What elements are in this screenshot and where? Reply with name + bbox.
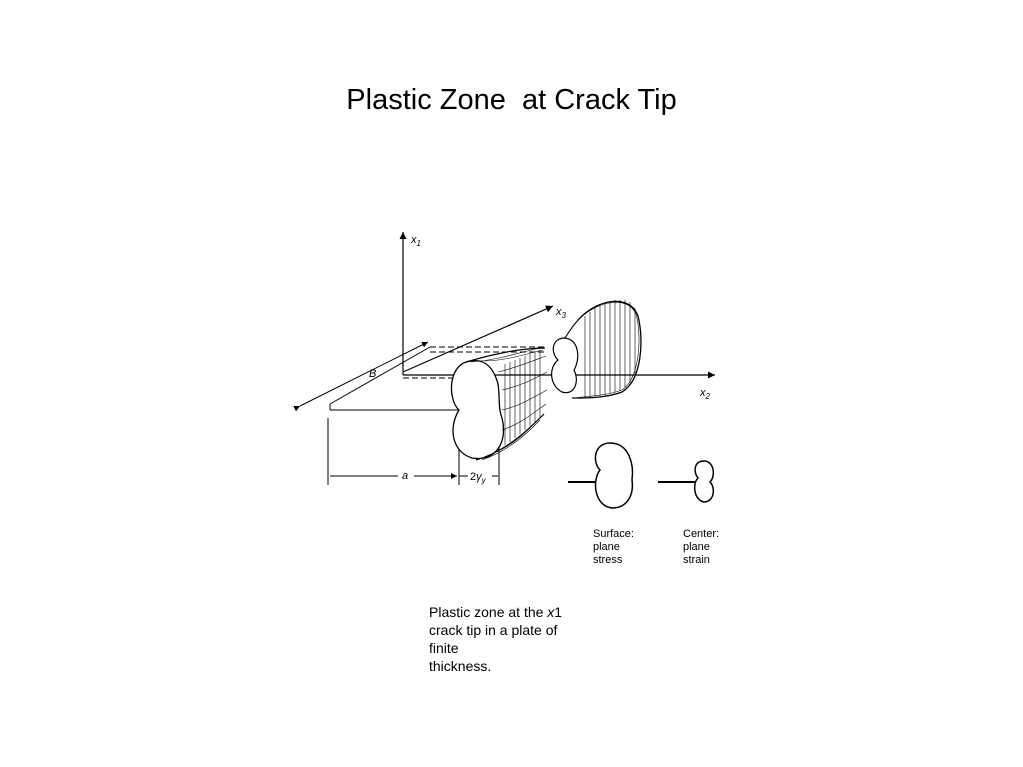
slide-title: Plastic Zone at Crack Tip <box>346 84 677 116</box>
b-dimension-line <box>293 341 429 412</box>
caption-line-1: Plastic zone at the x1 <box>429 604 563 620</box>
back-plastic-zone <box>573 300 640 399</box>
a-label: a <box>402 470 408 482</box>
caption-line-4: thickness. <box>429 658 492 674</box>
front-zone-outline-bottom <box>475 413 545 461</box>
x2-axis-label: x2 <box>699 387 711 401</box>
plastic-zone-surface-lines <box>469 347 548 461</box>
center-plastic-zone <box>551 337 579 394</box>
back-zone-outline <box>571 300 642 399</box>
caption-line-3: finite <box>429 640 459 656</box>
center-label: Center: plane strain <box>683 528 722 566</box>
caption-line-2: crack tip in a plate of <box>429 622 558 638</box>
figure-caption: Plastic zone at the x1 crack tip in a pl… <box>429 603 589 675</box>
front-zone-outline-top <box>465 347 546 363</box>
surface-plane-stress-shape <box>568 442 634 509</box>
x1-axis-label: x1 <box>410 234 421 248</box>
back-zone-link-top <box>564 317 581 339</box>
ry-label: 2γy <box>470 471 487 485</box>
x3-axis-label: x3 <box>555 306 567 320</box>
surface-label: Surface: plane stress <box>593 528 637 566</box>
b-label: B <box>369 368 376 380</box>
x3-axis <box>402 305 554 373</box>
center-plane-strain-shape <box>658 460 715 503</box>
